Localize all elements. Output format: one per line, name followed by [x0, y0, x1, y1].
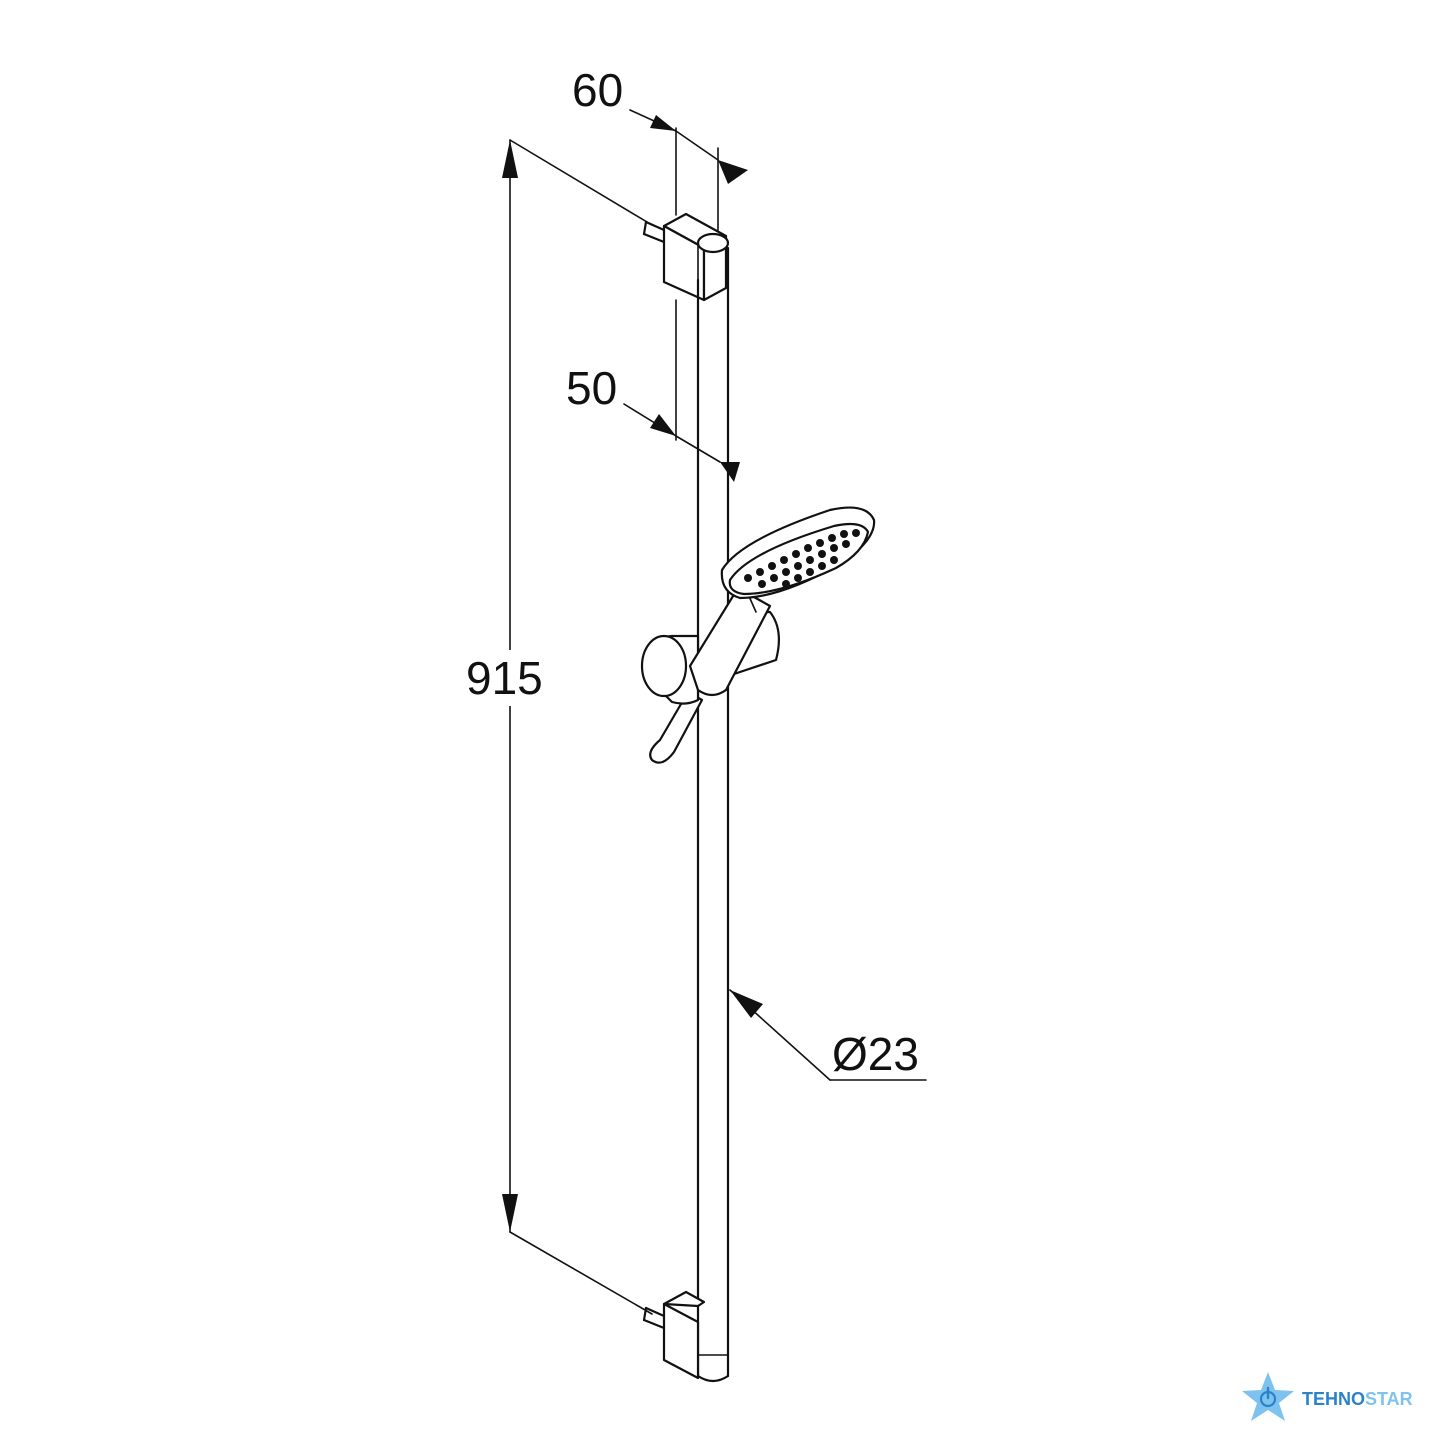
dimension-50: 50: [566, 299, 740, 482]
svg-text:TEHNOSTAR: TEHNOSTAR: [1302, 1389, 1413, 1409]
dim-label-60: 60: [572, 64, 623, 116]
dim-label-diameter: Ø23: [832, 1028, 919, 1080]
watermark-logo: TEHNOSTAR: [1242, 1372, 1413, 1421]
dimension-915: 915: [462, 139, 653, 1315]
dim-label-50: 50: [566, 362, 617, 414]
shower-rail: [696, 232, 730, 1383]
bottom-wall-bracket: [642, 1290, 706, 1380]
brand-text-tehno: TEHNO: [1302, 1389, 1365, 1409]
brand-text-star: STAR: [1365, 1389, 1413, 1409]
dimension-diameter: Ø23: [729, 989, 927, 1081]
shower-slider: [640, 610, 781, 764]
spray-nozzles: [744, 529, 860, 588]
top-wall-bracket: [642, 212, 728, 302]
dimension-60: 60: [572, 64, 748, 231]
dim-label-915: 915: [466, 652, 543, 704]
hand-shower: [688, 506, 876, 697]
